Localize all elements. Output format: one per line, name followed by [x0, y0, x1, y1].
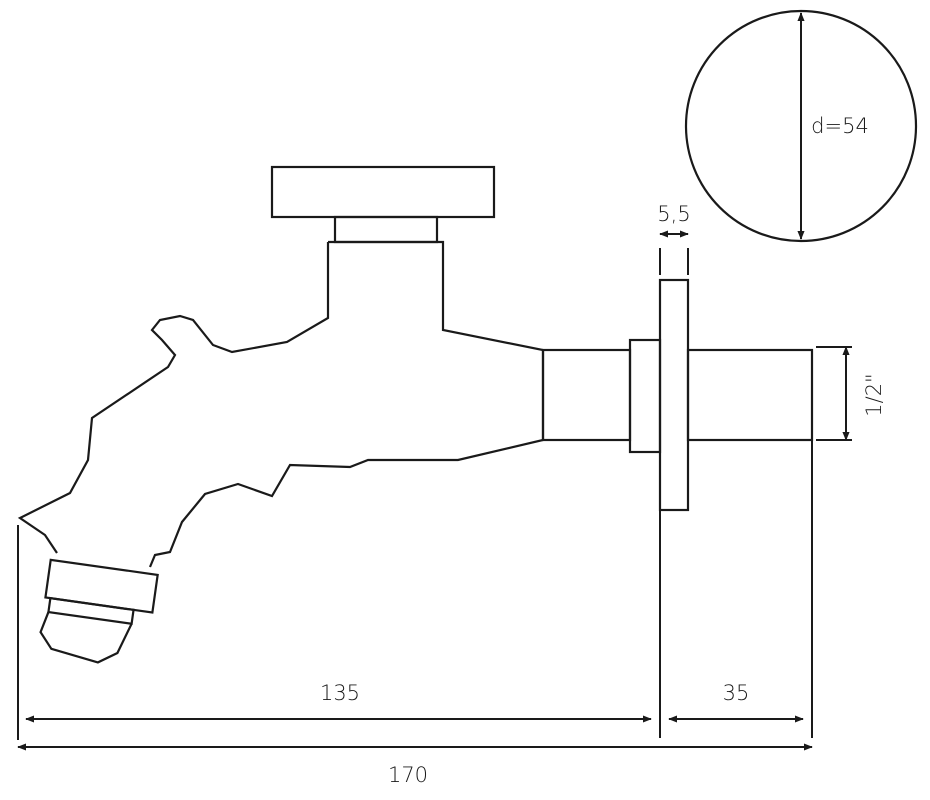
- handle-plate: [270, 165, 496, 219]
- handle-stem: [333, 215, 439, 244]
- pipe-section: [541, 348, 632, 442]
- label-5-5: 5,5: [657, 202, 690, 226]
- threaded-pipe: [686, 348, 814, 442]
- faucet-body: [17, 240, 545, 568]
- detail-circle: [684, 9, 918, 243]
- spout-nozzle: [39, 558, 159, 664]
- label-diameter: d=54: [811, 114, 869, 138]
- label-thread-size: 1/2": [862, 373, 886, 416]
- label-35: 35: [723, 681, 750, 705]
- nut: [628, 338, 662, 454]
- label-135: 135: [320, 681, 360, 705]
- wall-flange: [658, 278, 690, 512]
- label-170: 170: [388, 763, 428, 787]
